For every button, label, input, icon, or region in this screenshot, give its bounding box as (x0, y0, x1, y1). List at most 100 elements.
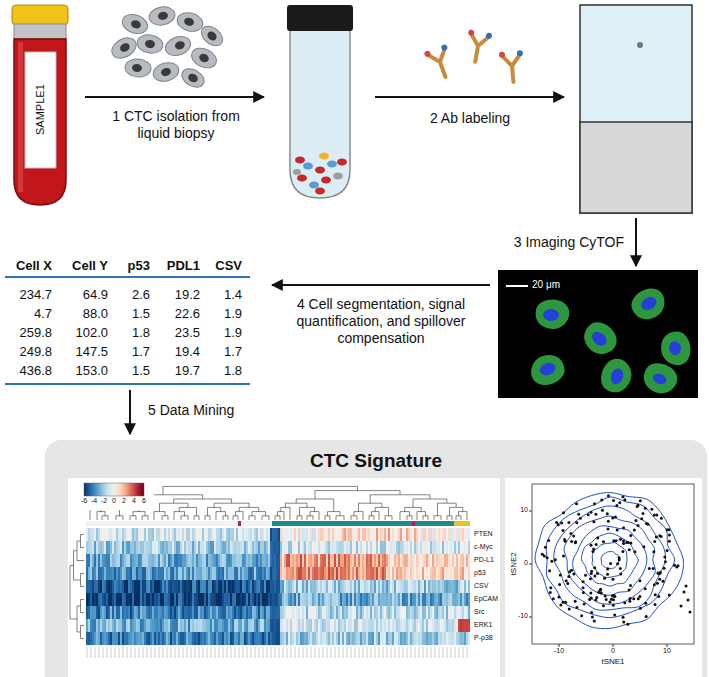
heatmap (120, 541, 122, 554)
column-dendrogram (369, 516, 374, 520)
micrograph (538, 361, 557, 378)
heatmap (448, 528, 450, 541)
heatmap (178, 580, 180, 593)
cell-cluster (108, 34, 140, 63)
heatmap (458, 567, 460, 580)
column-dendrogram (307, 516, 313, 520)
heatmap (106, 593, 108, 606)
heatmap (190, 632, 192, 645)
heatmap (336, 593, 338, 606)
heatmap (252, 567, 254, 580)
heatmap (364, 593, 366, 606)
heatmap (390, 606, 392, 619)
heatmap (366, 541, 368, 554)
heatmap (216, 632, 218, 645)
heatmap (374, 580, 376, 593)
heatmap (450, 580, 452, 593)
heatmap (132, 567, 134, 580)
row-dendrogram (77, 606, 81, 632)
heatmap (252, 541, 254, 554)
heatmap (184, 619, 186, 632)
heatmap (150, 580, 152, 593)
column-dendrogram (97, 512, 105, 520)
heatmap (220, 580, 222, 593)
micrograph (578, 316, 623, 360)
heatmap (138, 606, 140, 619)
heatmap (282, 567, 284, 580)
heatmap (294, 567, 296, 580)
heatmap (372, 593, 374, 606)
heatmap (258, 606, 260, 619)
heatmap (142, 593, 144, 606)
heatmap (368, 554, 370, 567)
heatmap (212, 606, 214, 619)
heatmap (206, 619, 208, 632)
heatmap (384, 567, 386, 580)
heatmap (338, 606, 340, 619)
heatmap (302, 541, 304, 554)
heatmap (448, 632, 450, 645)
heatmap (146, 541, 148, 554)
heatmap (374, 554, 376, 567)
column-ticks (199, 647, 200, 658)
heatmap (424, 554, 426, 567)
heatmap (316, 580, 318, 593)
heatmap (402, 580, 404, 593)
cell-cluster (148, 5, 177, 27)
heatmap (114, 619, 116, 632)
heatmap (290, 593, 292, 606)
heatmap (128, 632, 130, 645)
heatmap (192, 619, 194, 632)
heatmap (254, 632, 256, 645)
heatmap (458, 528, 460, 541)
heatmap (434, 606, 436, 619)
heatmap (308, 567, 310, 580)
heatmap (424, 593, 426, 606)
heatmap (450, 606, 452, 619)
heatmap (274, 632, 276, 645)
heatmap (376, 619, 378, 632)
heatmap (194, 632, 196, 645)
heatmap (386, 580, 388, 593)
column-ticks (251, 647, 252, 658)
heatmap (292, 554, 294, 567)
heatmap (156, 541, 158, 554)
heatmap (148, 606, 150, 619)
column-dendrogram (351, 516, 357, 520)
heatmap (226, 606, 228, 619)
heatmap (462, 632, 464, 645)
column-ticks (271, 647, 272, 658)
glass-slide (580, 122, 692, 213)
heatmap (412, 567, 414, 580)
heatmap (150, 632, 152, 645)
heatmap (464, 554, 466, 567)
heatmap (332, 541, 334, 554)
column-ticks (303, 647, 304, 658)
heatmap (112, 528, 114, 541)
heatmap (254, 567, 256, 580)
heatmap (162, 554, 164, 567)
heatmap (130, 541, 132, 554)
heatmap (104, 580, 106, 593)
heatmap (384, 606, 386, 619)
heatmap (258, 593, 260, 606)
heatmap (314, 541, 316, 554)
heatmap (366, 632, 368, 645)
heatmap (422, 619, 424, 632)
heatmap (256, 567, 258, 580)
heatmap (222, 580, 224, 593)
heatmap (104, 567, 106, 580)
column-dendrogram (325, 516, 330, 520)
heatmap (414, 606, 416, 619)
heatmap (330, 632, 332, 645)
micrograph (597, 355, 636, 397)
heatmap (232, 567, 234, 580)
heatmap (180, 567, 182, 580)
heatmap (208, 541, 210, 554)
heatmap (182, 567, 184, 580)
heatmap (354, 580, 356, 593)
heatmap (118, 593, 120, 606)
heatmap (126, 580, 128, 593)
heatmap (312, 593, 314, 606)
heatmap (226, 593, 228, 606)
